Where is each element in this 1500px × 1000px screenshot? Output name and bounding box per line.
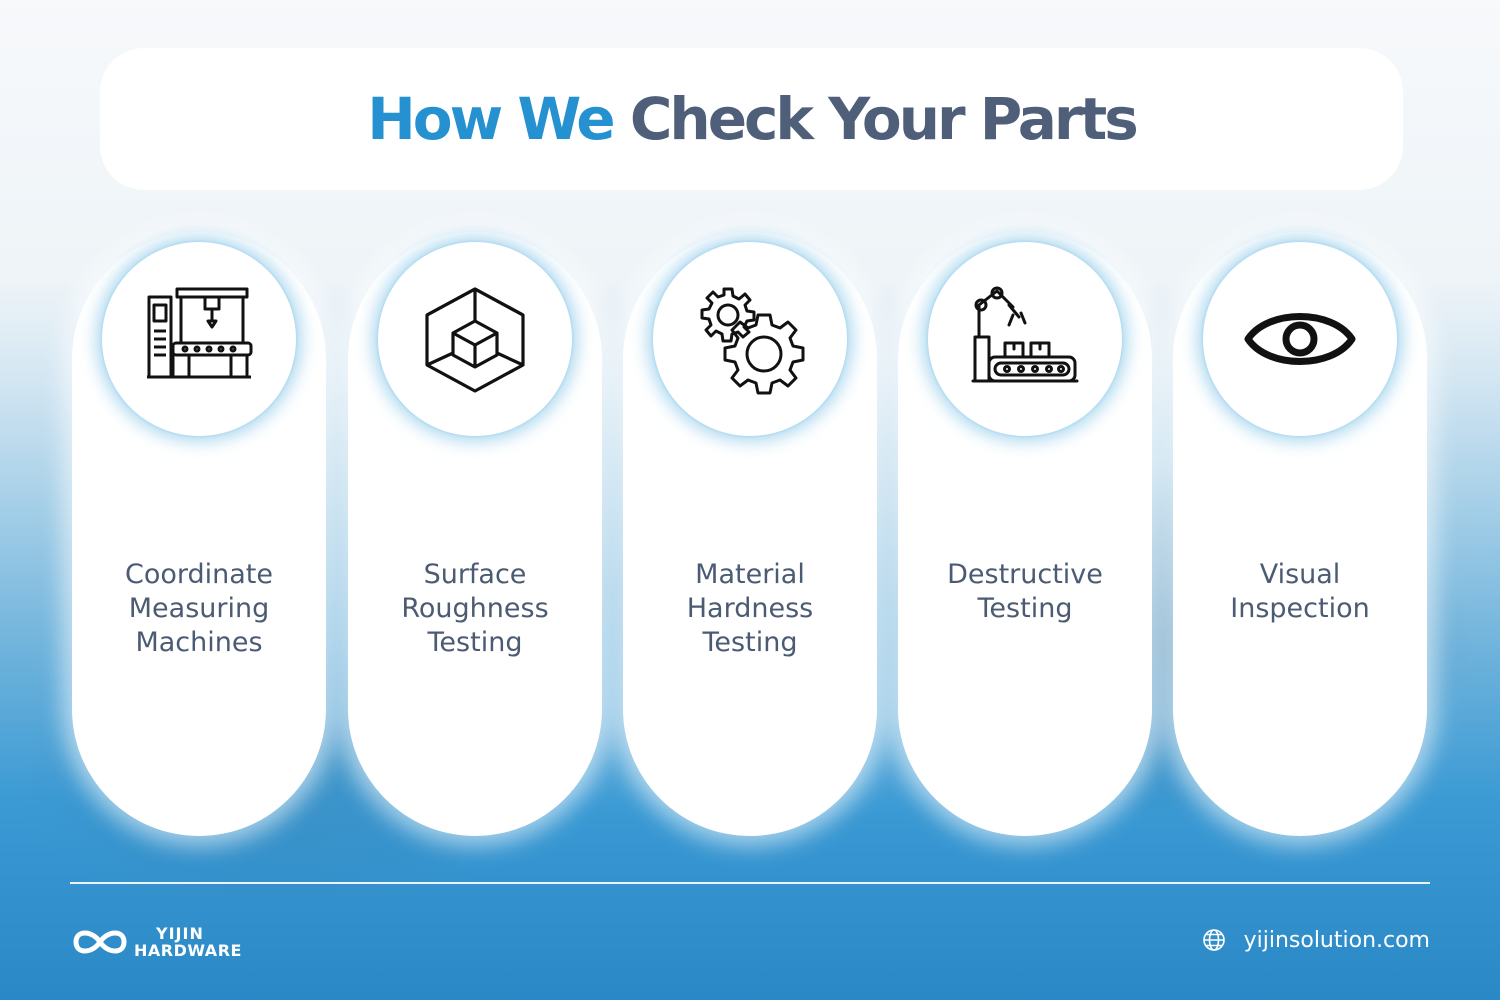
robot-arm-conveyor-icon bbox=[971, 286, 1079, 383]
logo-line2: HARDWARE bbox=[134, 941, 242, 960]
card-label: Visual Inspection bbox=[1230, 559, 1370, 624]
logo-text: YIJIN HARDWARE bbox=[134, 925, 242, 959]
card-label: Coordinate Measuring Machines bbox=[124, 559, 273, 658]
gears-icon bbox=[700, 287, 805, 395]
infinity-logo-icon bbox=[73, 930, 127, 954]
title-rest: Check Your Parts bbox=[629, 85, 1139, 153]
cube-icon bbox=[425, 287, 525, 393]
brand-logo[interactable]: YIJIN HARDWARE bbox=[70, 922, 242, 962]
card-visual-inspection: Visual Inspection bbox=[1173, 232, 1427, 836]
icon-circle bbox=[378, 242, 572, 436]
card-coordinate-measuring: Coordinate Measuring Machines bbox=[72, 232, 326, 836]
icon-circle bbox=[102, 242, 296, 436]
website-url[interactable]: yijinsolution.com bbox=[1243, 927, 1430, 953]
card-material-hardness: Material Hardness Testing bbox=[623, 232, 877, 836]
card-destructive-testing: Destructive Testing bbox=[898, 232, 1152, 836]
card-label: Destructive Testing bbox=[947, 559, 1103, 624]
card-surface-roughness: Surface Roughness Testing bbox=[348, 232, 602, 836]
title-banner: How We Check Your Parts bbox=[100, 48, 1403, 190]
website-link[interactable]: yijinsolution.com bbox=[1202, 924, 1430, 956]
logo-line1: YIJIN bbox=[156, 924, 204, 943]
icon-circle bbox=[653, 242, 847, 436]
page-title: How We Check Your Parts bbox=[367, 85, 1139, 153]
icon-circle bbox=[1203, 242, 1397, 436]
title-accent: How We bbox=[367, 85, 615, 153]
cmm-machine-icon bbox=[147, 287, 253, 379]
globe-icon bbox=[1202, 929, 1225, 951]
card-label: Surface Roughness Testing bbox=[401, 559, 549, 658]
icon-circle bbox=[928, 242, 1122, 436]
eye-icon bbox=[1244, 313, 1356, 365]
footer-divider bbox=[70, 882, 1430, 884]
card-label: Material Hardness Testing bbox=[686, 559, 814, 658]
